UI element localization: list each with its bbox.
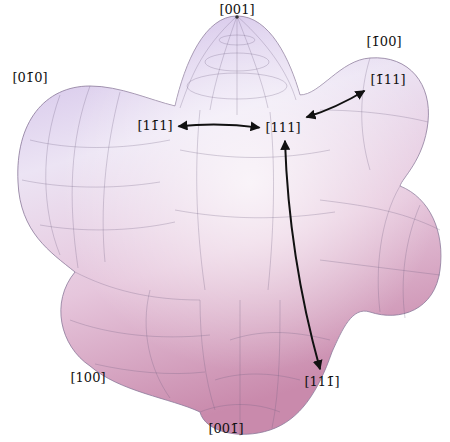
direction-label: [11̄1] (138, 118, 173, 133)
direction-label: [001̄] (207, 420, 246, 438)
direction-label: [100] (69, 369, 108, 387)
direction-label: [1̄00] (367, 34, 402, 49)
direction-label: [1̄11] (371, 72, 406, 87)
direction-label: [100] (71, 370, 106, 385)
direction-label: [01̄0] (11, 69, 50, 87)
double-arrow (306, 91, 364, 118)
double-arrow (178, 125, 259, 128)
direction-label: [001] (220, 2, 255, 17)
direction-label: [111̄] (305, 374, 340, 389)
direction-node: [1̄11] (368, 70, 409, 90)
direction-label: [001̄] (209, 421, 244, 436)
direction-label: [111] (266, 120, 301, 135)
direction-label: [01̄0] (13, 70, 48, 85)
direction-label: [001] (218, 1, 257, 19)
direction-node: [111̄] (302, 372, 343, 392)
direction-node: [11̄1] (135, 116, 176, 136)
double-arrow (285, 141, 320, 369)
direction-node: [111] (263, 118, 304, 138)
direction-label: [1̄00] (365, 33, 404, 51)
